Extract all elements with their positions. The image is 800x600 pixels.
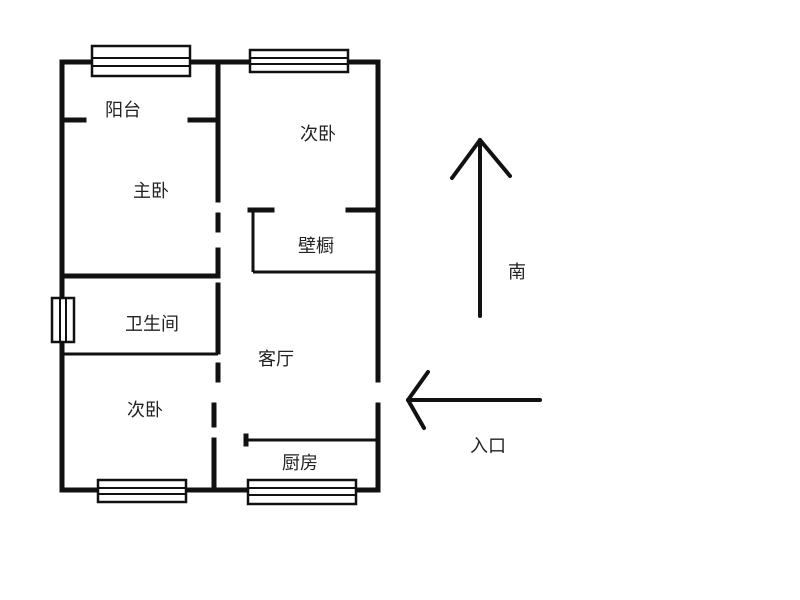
room-label-kitchen: 厨房 (282, 453, 318, 474)
room-label-living-room: 客厅 (258, 349, 294, 370)
window-top-balcony (90, 44, 192, 78)
room-label-balcony: 阳台 (105, 100, 141, 121)
compass-arrow-icon (450, 138, 512, 318)
room-label-closet: 壁橱 (298, 236, 334, 257)
window-bottom-kitchen (246, 478, 358, 506)
room-label-master-bedroom: 主卧 (133, 181, 169, 202)
window-top-second-bedroom (248, 48, 350, 74)
window-bottom-second-bedroom (96, 478, 188, 504)
entrance-arrow-icon (406, 370, 542, 430)
interior-walls (59, 59, 381, 493)
entrance-label: 入口 (470, 436, 506, 457)
room-label-second-bedroom-top: 次卧 (300, 124, 336, 145)
compass-direction-label: 南 (508, 262, 526, 283)
room-label-bathroom: 卫生间 (125, 314, 179, 335)
window-left-bathroom (50, 296, 76, 344)
room-label-second-bedroom-bottom: 次卧 (127, 400, 163, 421)
